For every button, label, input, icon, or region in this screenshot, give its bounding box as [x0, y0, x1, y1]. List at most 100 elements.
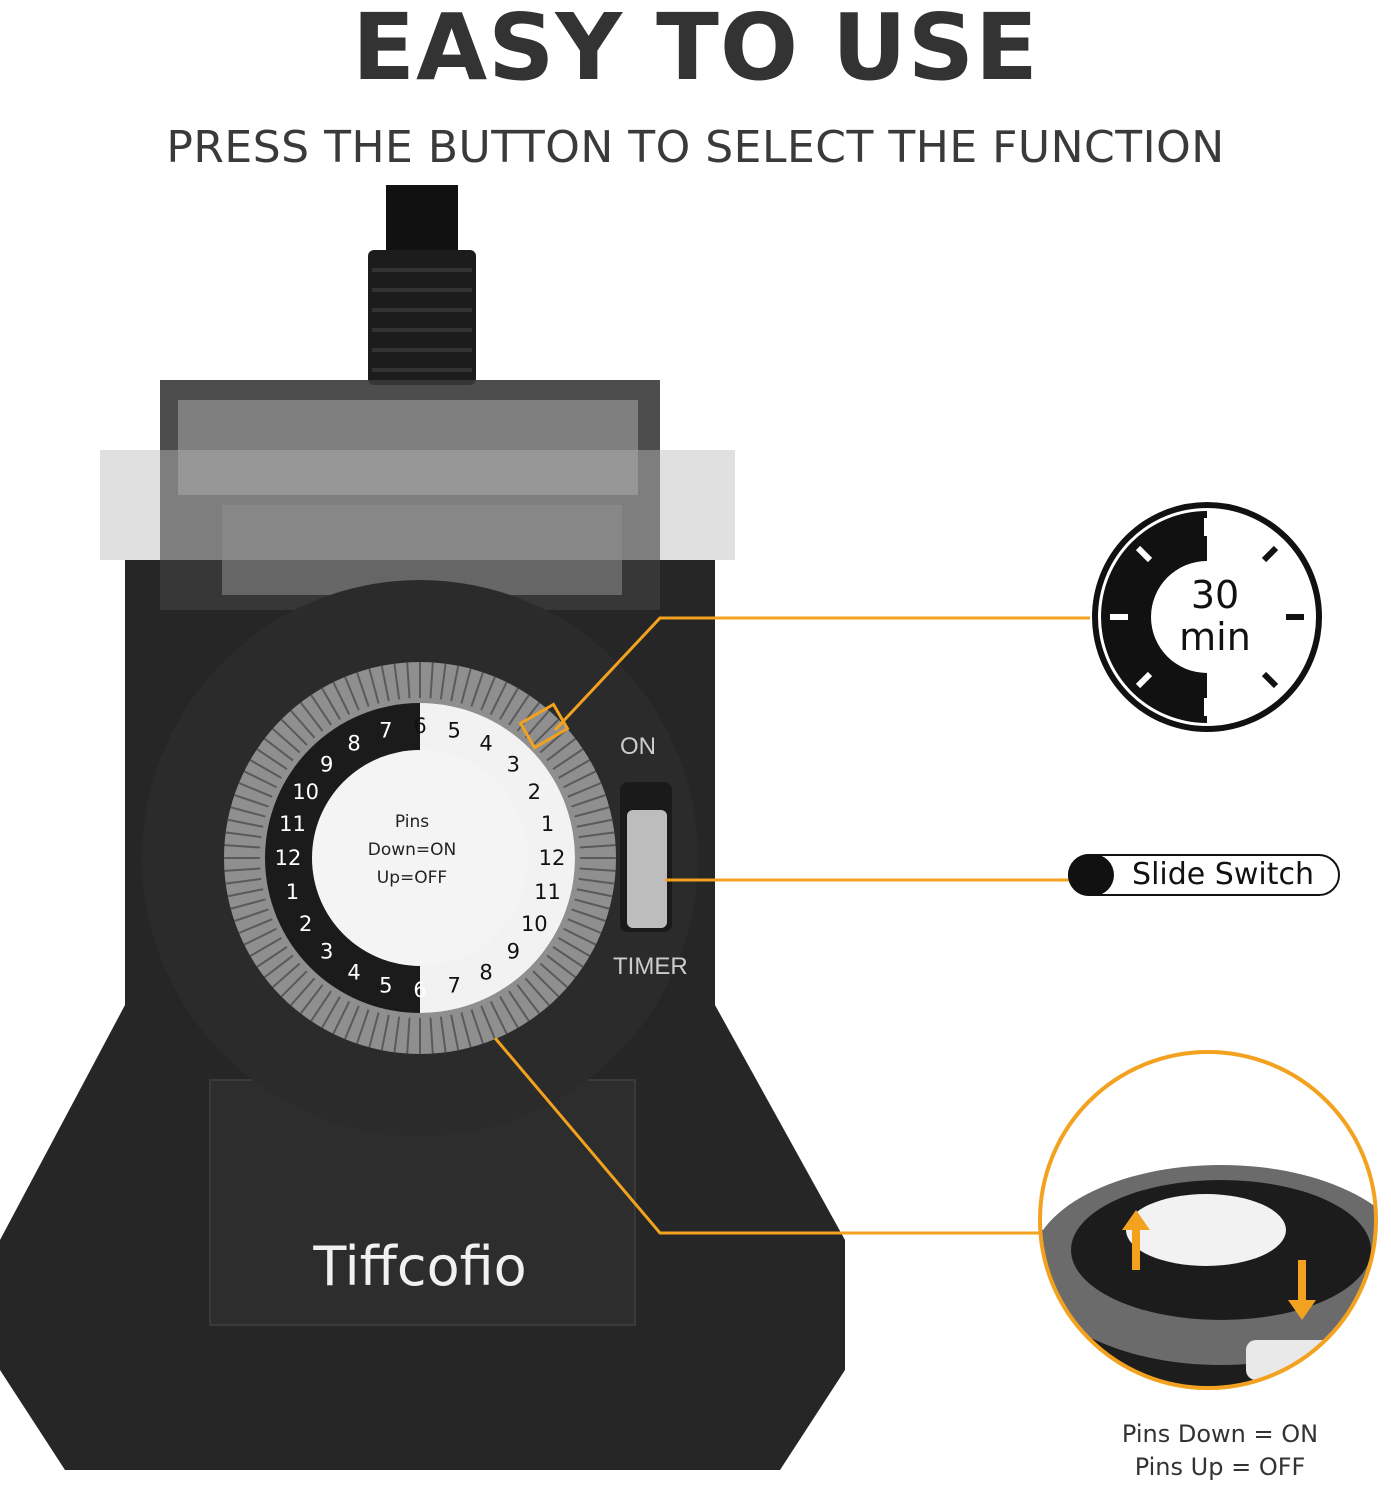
- dial-pin: [321, 687, 341, 720]
- dial-pin: [429, 1017, 434, 1054]
- dial-pin: [230, 898, 266, 910]
- dial-pin: [429, 662, 434, 699]
- dial-pin: [263, 954, 294, 979]
- dial-pin: [344, 676, 360, 711]
- dial-center-line: Up=OFF: [376, 868, 448, 888]
- dial-pin: [552, 748, 584, 770]
- dial-pin: [271, 962, 301, 988]
- dial-hour-number: 8: [347, 732, 360, 756]
- dial-hour-number: 11: [279, 812, 306, 836]
- dial-hour-number: 4: [479, 732, 492, 756]
- dial-pin: [539, 962, 569, 988]
- dial-pin: [406, 1017, 411, 1054]
- dial-pin: [450, 665, 460, 702]
- dial-pin: [524, 977, 550, 1007]
- dial-pin: [243, 770, 277, 789]
- dial-pin: [524, 709, 550, 739]
- dial-pin: [439, 663, 447, 700]
- dial-center-line: Pins: [394, 812, 430, 832]
- thirty-minute-label: 30 min: [1160, 574, 1270, 658]
- callout-dot: [1068, 854, 1114, 896]
- dial-pin: [406, 662, 411, 699]
- dial-pin: [310, 990, 332, 1022]
- dial-hour-number: 8: [479, 960, 492, 984]
- dial-pin: [310, 694, 332, 726]
- dial-hour-number: 3: [507, 753, 520, 777]
- dial-pin: [393, 1016, 401, 1053]
- dial-pin: [579, 844, 616, 849]
- dial-pin: [558, 759, 591, 779]
- dial-hour-number: 6: [413, 978, 426, 1002]
- dial-pin: [332, 1001, 351, 1035]
- dial-pin: [516, 984, 541, 1015]
- dial-pin: [227, 888, 264, 898]
- dial-hour-number: 7: [379, 718, 392, 742]
- pins-caption: Pins Down = ON Pins Up = OFF: [1100, 1418, 1340, 1484]
- dial-pin: [299, 701, 324, 732]
- dial-hour-number: 2: [528, 780, 541, 804]
- dial-pin: [508, 990, 530, 1022]
- dial-pin: [508, 694, 530, 726]
- pins-callout-line: [493, 1037, 1040, 1235]
- subtitle: PRESS THE BUTTON TO SELECT THE FUNCTION: [166, 122, 1225, 173]
- dial-pin: [380, 665, 390, 702]
- dial-pin: [578, 877, 615, 885]
- dial-pin: [571, 908, 606, 922]
- pins-up-text: Pins Up = OFF: [1134, 1453, 1306, 1481]
- dial-pin: [470, 672, 484, 707]
- dial-pin: [532, 718, 560, 746]
- switch-timer-label: TIMER: [613, 953, 688, 980]
- dial-hour-number: 12: [275, 846, 302, 870]
- dial-hour-number: 1: [541, 812, 554, 836]
- dial-hour-number: 4: [347, 960, 360, 984]
- dial-pin: [460, 668, 472, 704]
- dial-pin: [238, 918, 273, 934]
- thirty-minute-icon: [1092, 502, 1322, 732]
- dial-pin: [450, 1014, 460, 1051]
- dial-pin: [243, 927, 277, 946]
- dial-pin: [567, 918, 602, 934]
- pins-zoom-detail: [1038, 1050, 1378, 1390]
- dial-pin: [238, 782, 273, 798]
- dial-pin: [489, 681, 508, 715]
- dial-pin: [263, 737, 294, 762]
- dial-hour-number: 10: [521, 912, 548, 936]
- dial-pin: [234, 908, 269, 922]
- dial-hour-number: 9: [507, 939, 520, 963]
- dial-hour-number: 5: [379, 974, 392, 998]
- dial-pin: [552, 946, 584, 968]
- dial-pin: [393, 663, 401, 700]
- brand-logo: Tiffcofio: [312, 1235, 526, 1298]
- dial-pin: [546, 737, 577, 762]
- dial-pin: [249, 759, 282, 779]
- dial-hour-number: 2: [299, 912, 312, 936]
- timer-callout-line: [553, 616, 1090, 732]
- dial-pin: [489, 1001, 508, 1035]
- dial-center-text: Pins Down=ON Up=OFF: [352, 808, 472, 892]
- dial-pin: [470, 1009, 484, 1044]
- badge-unit: min: [1179, 615, 1251, 659]
- dial-hour-number: 9: [320, 753, 333, 777]
- badge-number: 30: [1190, 573, 1240, 617]
- dial-pin: [230, 806, 266, 818]
- dial-pin: [574, 806, 610, 818]
- dial-pin: [380, 1014, 390, 1051]
- dial-pin: [271, 728, 301, 754]
- dial-pin: [571, 794, 606, 808]
- dial-hour-number: 11: [534, 880, 561, 904]
- dial-pin: [546, 954, 577, 979]
- dial-pin: [225, 831, 262, 839]
- dial-pin: [563, 927, 597, 946]
- dial-hour-number: 7: [447, 974, 460, 998]
- dial-pin: [356, 1009, 370, 1044]
- dial-pin: [332, 681, 351, 715]
- dial-pin: [499, 996, 519, 1029]
- dial-pin: [480, 676, 496, 711]
- dial-pin: [290, 709, 316, 739]
- dial-pin: [578, 831, 615, 839]
- dial-pin: [256, 748, 288, 770]
- dial-hour-number: 6: [413, 714, 426, 738]
- dial-pin: [321, 996, 341, 1029]
- dial-pin: [280, 718, 308, 746]
